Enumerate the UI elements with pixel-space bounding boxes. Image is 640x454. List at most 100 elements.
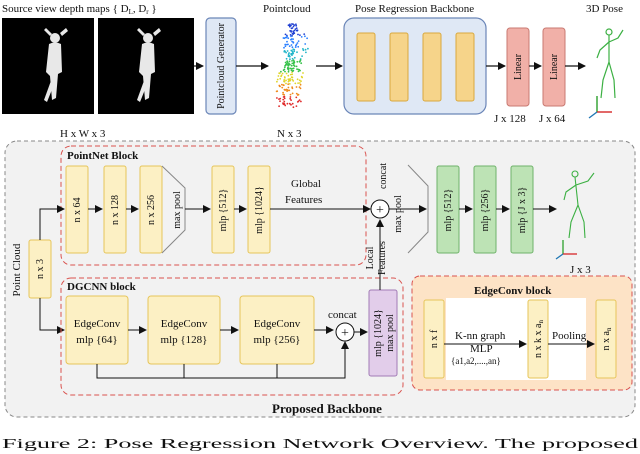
pose3d-title: 3D Pose	[586, 3, 623, 15]
pointcloud-point	[299, 69, 301, 72]
pointcloud-point	[278, 105, 280, 108]
pointcloud-point	[289, 34, 292, 36]
pointcloud-point	[285, 57, 288, 60]
pointcloud-point	[283, 79, 286, 81]
pointcloud-point	[286, 50, 289, 52]
pointcloud-point	[295, 27, 298, 30]
pointcloud-point	[305, 51, 307, 54]
pointcloud-point	[297, 40, 300, 42]
pointcloud-point	[295, 44, 297, 47]
pointcloud-point	[294, 82, 297, 85]
head-mlp512-label: mlp {512}	[443, 189, 454, 232]
pointcloud-point	[297, 70, 300, 73]
pointcloud-point	[291, 46, 294, 49]
pointcloud-point	[287, 70, 290, 73]
pointcloud-point	[295, 86, 298, 88]
edgeconv-128	[147, 295, 221, 365]
pointcloud-point	[294, 28, 297, 30]
global-label-1: Global	[291, 178, 321, 190]
arrow-input-to-pointnet	[39, 205, 65, 240]
pointnet-mlp512-label: mlp {512}	[218, 189, 229, 232]
edgeconv-block-title: EdgeConv block	[474, 285, 552, 297]
skip-ec64-to-concat	[96, 341, 349, 379]
pointcloud-point	[300, 62, 303, 65]
pointcloud-point	[283, 80, 286, 83]
local-label-2: Features	[377, 241, 388, 275]
pointcloud-point	[304, 48, 307, 51]
linear-label-2: Linear	[549, 53, 560, 80]
pointcloud-point	[287, 24, 290, 27]
pointcloud-point	[295, 24, 298, 27]
pointcloud-point	[289, 67, 292, 70]
pointcloud-point	[295, 92, 298, 95]
jx3-label: J x 3	[570, 264, 591, 276]
pointcloud-point	[282, 84, 285, 87]
pointcloud-point	[299, 34, 301, 36]
concat-top-plus: +	[376, 203, 384, 218]
pointcloud-point	[290, 44, 293, 46]
pointcloud-point	[290, 49, 293, 52]
pointcloud-point	[290, 64, 293, 67]
pointcloud-point	[297, 45, 300, 48]
output-pose-skeleton-icon	[563, 170, 595, 239]
head-maxpool-trapezoid	[407, 164, 429, 254]
pointcloud-point	[278, 85, 281, 88]
pointcloud-point	[283, 50, 286, 52]
pointcloud-point	[289, 58, 291, 61]
pointcloud-point	[295, 23, 297, 26]
edgeconv-64-mlp: mlp {64}	[76, 334, 117, 346]
edgeconv-nxkxa	[527, 299, 549, 379]
pointcloud-point	[280, 70, 282, 73]
pointcloud-point	[288, 102, 291, 105]
pointcloud-point	[285, 51, 287, 54]
pointcloud-title: Pointcloud	[263, 3, 311, 15]
pointcloud-point	[291, 87, 294, 90]
pointcloud-point	[287, 37, 290, 40]
linear-layer-2	[542, 27, 566, 107]
pointcloud-point	[276, 78, 279, 81]
pointcloud-point	[283, 102, 285, 105]
backbone-layer-1	[356, 32, 376, 102]
pointcloud-point	[283, 66, 286, 69]
local-label-1: Local	[365, 246, 376, 269]
edgeconv-nxf	[423, 299, 445, 379]
pointnet-title: PointNet Block	[67, 150, 139, 162]
pointcloud-point	[291, 40, 293, 43]
pointnet-maxpool-label: max pool	[172, 191, 183, 229]
pointnet-n64-label: n x 64	[72, 198, 83, 223]
person-silhouette-left	[44, 28, 68, 102]
pointcloud-point	[286, 60, 289, 62]
pointcloud-point	[299, 87, 302, 90]
pointcloud-point	[292, 48, 295, 51]
linear-label-1: Linear	[513, 53, 524, 80]
pointcloud-point	[279, 77, 282, 80]
edgeconv-detail-inner	[446, 298, 586, 380]
pointcloud-point	[287, 83, 290, 86]
pointcloud-point	[292, 33, 294, 35]
pointcloud-point	[293, 29, 296, 32]
edgeconv-256-label: EdgeConv	[254, 318, 301, 330]
dgcnn-mlp1024-label: mlp {1024}	[373, 309, 384, 357]
pointcloud-point	[282, 91, 284, 94]
params-label: {a1,a2,....,an}	[451, 356, 501, 366]
pointcloud-point	[289, 73, 292, 76]
pointcloud-point	[291, 92, 294, 95]
pointcloud-point	[293, 24, 296, 26]
global-label-2: Features	[285, 194, 322, 206]
pointcloud-point	[300, 80, 302, 83]
pointcloud-point	[285, 63, 287, 66]
pointcloud-point	[292, 67, 295, 70]
pointnet-n256	[139, 165, 163, 254]
pointcloud-point	[278, 98, 280, 100]
pointcloud-point	[298, 79, 301, 82]
pointcloud-point	[292, 25, 295, 28]
edgeconv-nxa-label: n x an	[601, 327, 613, 350]
pointcloud-point	[283, 76, 286, 78]
pointcloud-point	[290, 27, 293, 30]
pointcloud-point	[290, 31, 293, 33]
pointcloud-point	[283, 46, 285, 49]
pointcloud-point	[282, 37, 285, 39]
pointcloud-point	[292, 59, 295, 62]
pointcloud-point	[298, 60, 301, 63]
